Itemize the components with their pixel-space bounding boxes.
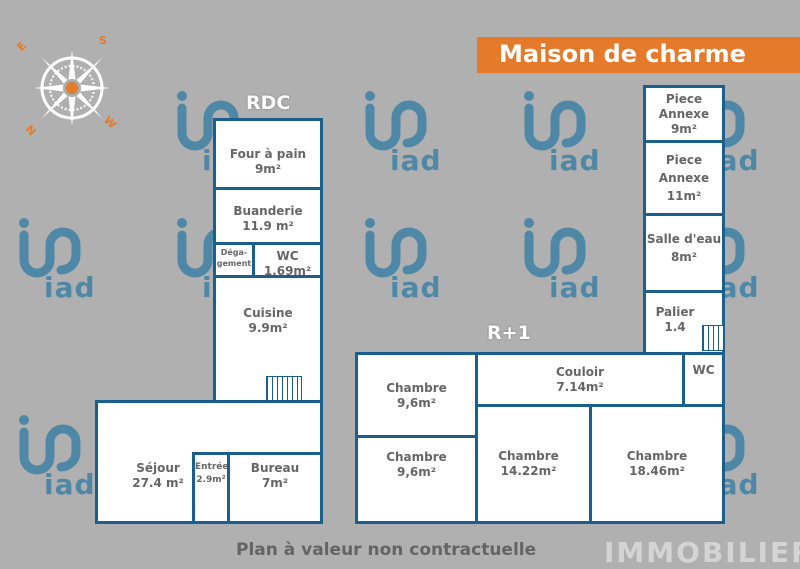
room-area: 1.69m² — [263, 264, 312, 278]
room-area: 9m² — [254, 162, 282, 176]
room-name: Palier — [655, 305, 695, 319]
room-name: Four à pain — [229, 147, 307, 161]
room-name: Déga- gement — [216, 248, 252, 268]
brand-immobilier: IMMOBILIER — [604, 536, 800, 569]
stairs-icon — [266, 376, 302, 402]
room-area: 2.9m² — [196, 475, 226, 485]
room-name: Chambre — [626, 449, 688, 463]
room-area: 9,6m² — [396, 465, 437, 479]
compass-rose-icon: S E W N — [15, 34, 122, 138]
iad-watermark-icon: iad — [12, 215, 97, 304]
room-area: 11.9 m² — [242, 219, 294, 233]
room-name: Entrée — [195, 462, 229, 472]
iad-watermark-icon: iad — [517, 88, 602, 177]
iad-watermark-icon: iad — [358, 215, 443, 304]
room-name: Piece Annexe — [658, 92, 710, 121]
page-title: Maison de charme — [499, 40, 746, 68]
room-area: 9.9m² — [248, 321, 288, 335]
room-name: Chambre — [498, 449, 559, 463]
stairs-icon — [702, 325, 724, 351]
room-area: 7.14m² — [556, 380, 604, 394]
room-degagement: Déga- gement — [213, 242, 255, 278]
room-area: 8m² — [670, 250, 698, 264]
room-name: Piece Annexe — [658, 153, 710, 185]
room-piece-annexe-2: Piece Annexe 11m² — [643, 140, 725, 216]
room-wc-r1: WC — [682, 352, 725, 407]
room-name: Séjour — [136, 461, 180, 475]
room-name: WC — [276, 249, 299, 263]
room-name: WC — [692, 363, 715, 377]
room-name: Couloir — [556, 365, 604, 379]
compass-s: S — [99, 34, 107, 47]
room-area: 14.22m² — [500, 464, 557, 478]
room-area: 9,6m² — [396, 396, 437, 410]
title-banner: Maison de charme — [477, 37, 800, 73]
room-salle-d-eau: Salle d'eau 8m² — [643, 213, 725, 293]
room-entree: Entrée 2.9m² — [192, 452, 230, 524]
room-area: 9m² — [670, 122, 698, 136]
room-name: Chambre — [386, 450, 447, 464]
room-name: Chambre — [386, 381, 447, 395]
room-area: 11m² — [666, 189, 702, 203]
room-name: Salle d'eau — [646, 232, 722, 246]
room-area: 1.4 — [664, 320, 686, 334]
room-name: Bureau — [250, 461, 300, 475]
room-name: Cuisine — [243, 306, 293, 320]
iad-watermark-icon: iad — [358, 88, 443, 177]
room-area: 7m² — [261, 476, 289, 490]
floor-label-r1: R+1 — [487, 322, 531, 344]
iad-watermark-icon: iad — [517, 215, 602, 304]
room-area: 18.46m² — [629, 464, 685, 478]
room-name: Buanderie — [233, 204, 303, 218]
iad-watermark-icon: iad — [12, 412, 97, 501]
room-area: 27.4 m² — [132, 476, 184, 490]
disclaimer: Plan à valeur non contractuelle — [236, 540, 537, 560]
floor-label-rdc: RDC — [246, 92, 291, 114]
